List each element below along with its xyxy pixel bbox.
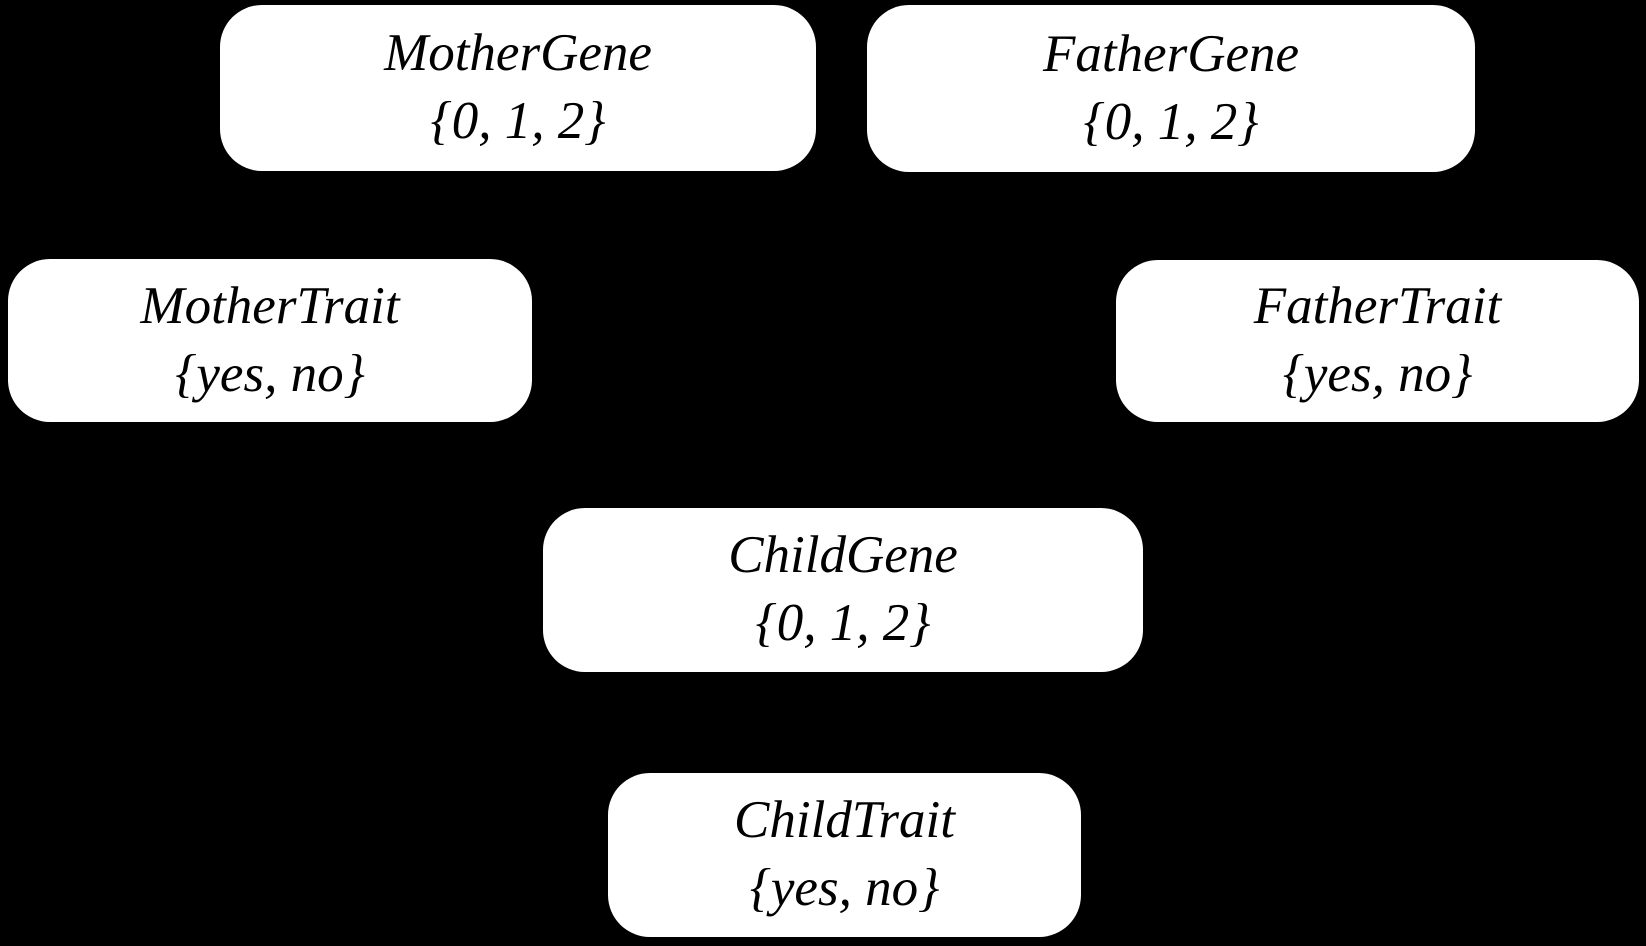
node-mother-gene: MotherGene {0, 1, 2} xyxy=(220,5,816,171)
node-child-gene-label: ChildGene xyxy=(728,526,958,585)
node-child-trait-label: ChildTrait xyxy=(734,791,955,850)
node-father-trait: FatherTrait {yes, no} xyxy=(1116,260,1639,422)
node-child-trait: ChildTrait {yes, no} xyxy=(608,773,1081,937)
node-child-gene: ChildGene {0, 1, 2} xyxy=(543,508,1143,672)
node-mother-gene-label: MotherGene xyxy=(384,24,652,83)
node-child-gene-domain: {0, 1, 2} xyxy=(755,594,931,652)
node-child-trait-domain: {yes, no} xyxy=(749,859,940,917)
node-father-trait-domain: {yes, no} xyxy=(1282,345,1473,403)
node-father-gene-label: FatherGene xyxy=(1042,24,1300,83)
node-mother-trait-domain: {yes, no} xyxy=(175,344,365,403)
node-father-gene-domain: {0, 1, 2} xyxy=(1083,92,1259,151)
node-father-trait-label: FatherTrait xyxy=(1253,277,1502,336)
node-father-gene: FatherGene {0, 1, 2} xyxy=(867,5,1475,172)
node-mother-gene-domain: {0, 1, 2} xyxy=(430,92,606,150)
node-mother-trait: MotherTrait {yes, no} xyxy=(8,259,532,422)
node-mother-trait-label: MotherTrait xyxy=(140,276,400,335)
